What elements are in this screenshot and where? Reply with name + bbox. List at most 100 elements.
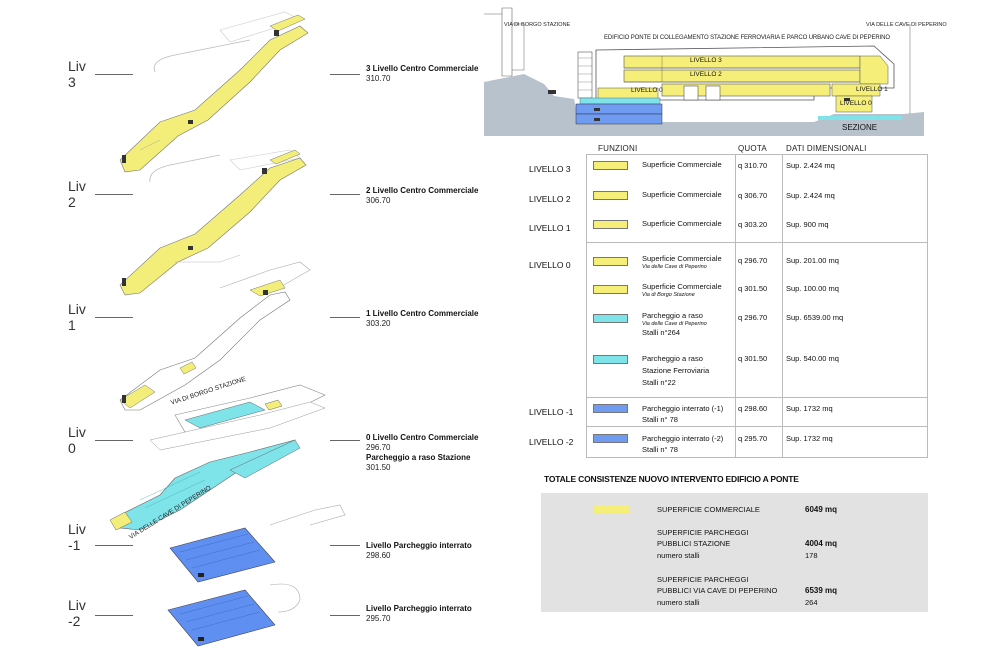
func-cell: Superficie Commerciale: [642, 190, 722, 199]
totals-p2-line1: SUPERFICIE PARCHEGGI: [657, 575, 749, 584]
dim-cell: Sup. 1732 mq: [786, 404, 833, 413]
level-title-3: 3 Livello Centro Commerciale: [366, 64, 479, 73]
totals-p1-line2: PUBBLICI STAZIONE: [657, 539, 731, 548]
dim-cell: Sup. 2.424 mq: [786, 191, 835, 200]
section-right-street: VIA DELLE CAVE DI PEPERINO: [866, 22, 947, 28]
leader-line: [95, 317, 133, 318]
leader-line: [330, 74, 360, 75]
table-line: [586, 242, 928, 243]
totals-commercial-value: 6049 mq: [805, 505, 838, 514]
axonometric-plans: [109, 11, 346, 647]
section-drawing: [484, 4, 924, 136]
func-cell: Superficie Commerciale: [642, 219, 722, 228]
header-quota: QUOTA: [738, 144, 767, 153]
header-funzioni: FUNZIONI: [598, 144, 638, 153]
plan-level-2: [119, 149, 307, 296]
section-livello-0-right: LIVELLO 0: [840, 100, 872, 107]
level-quota-1: 303.20: [366, 319, 391, 328]
level-title-1: 1 Livello Centro Commerciale: [366, 309, 479, 318]
plan-level-minus-2: [167, 583, 301, 647]
quota-cell: q 295.70: [738, 434, 768, 443]
totals-p1-line1: SUPERFICIE PARCHEGGI: [657, 528, 749, 537]
table-line: [586, 154, 928, 155]
section-left-street: VIA DI BORGO STAZIONE: [504, 22, 571, 28]
leader-line: [95, 194, 133, 195]
level-title-0-parking: Parcheggio a raso Stazione: [366, 453, 471, 462]
row-level-0: LIVELLO 0: [529, 260, 571, 270]
swatch-commercial: [594, 505, 629, 514]
header-dati: DATI DIMENSIONALI: [786, 144, 867, 153]
swatch-surface-parking: [593, 355, 628, 364]
leader-line: [330, 545, 360, 546]
swatch-commercial: [593, 257, 628, 266]
swatch-commercial: [593, 285, 628, 294]
quota-cell: q 296.70: [738, 313, 768, 322]
row-level-3: LIVELLO 3: [529, 164, 571, 174]
section-livello-1: LIVELLO 1: [856, 86, 888, 93]
totals-p1-value: 4004 mq: [805, 539, 838, 548]
row-level-minus-1: LIVELLO -1: [529, 407, 574, 417]
table-line: [735, 154, 736, 458]
totals-title: TOTALE CONSISTENZE NUOVO INTERVENTO EDIF…: [544, 474, 799, 484]
level-quota-0-parking: 301.50: [366, 463, 391, 472]
func-cell: Superficie Commerciale: [642, 160, 722, 169]
dim-cell: Sup. 100.00 mq: [786, 284, 839, 293]
level-title-2: 2 Livello Centro Commerciale: [366, 186, 479, 195]
section-livello-2: LIVELLO 2: [690, 71, 722, 78]
plan-level-3: [119, 11, 309, 173]
liv-label-minus-2: Liv-2: [68, 597, 86, 629]
table-line: [782, 154, 783, 458]
swatch-commercial: [593, 161, 628, 170]
table-line: [927, 154, 928, 458]
leader-line: [95, 615, 133, 616]
table-line: [586, 457, 928, 458]
totals-p1-line3: numero stalli: [657, 551, 700, 560]
quota-cell: q 298.60: [738, 404, 768, 413]
totals-commercial-label: SUPERFICIE COMMERCIALE: [657, 505, 760, 514]
leader-line: [95, 545, 133, 546]
dim-cell: Sup. 540.00 mq: [786, 354, 839, 363]
section-caption: SEZIONE: [842, 123, 878, 132]
dim-cell: Sup. 900 mq: [786, 220, 829, 229]
level-quota-minus-1: 298.60: [366, 551, 391, 560]
level-title-0: 0 Livello Centro Commerciale: [366, 433, 479, 442]
totals-p1-stalli: 178: [805, 551, 818, 560]
swatch-commercial: [593, 220, 628, 229]
totals-p2-line2: PUBBLICI VIA CAVE DI PEPERINO: [657, 586, 778, 595]
plan-level-1: [119, 261, 311, 411]
level-quota-0: 296.70: [366, 443, 391, 452]
quota-cell: q 301.50: [738, 354, 768, 363]
liv-label-minus-1: Liv-1: [68, 521, 86, 553]
dim-cell: Sup. 6539.00 mq: [786, 313, 844, 322]
level-quota-2: 306.70: [366, 196, 391, 205]
swatch-underground-parking: [593, 404, 628, 413]
leader-line: [330, 317, 360, 318]
table-line: [586, 397, 928, 398]
section-livello-0-left: LIVELLO 0: [631, 87, 663, 94]
totals-p2-line3: numero stalli: [657, 598, 700, 607]
section-title: EDIFICIO PONTE DI COLLEGAMENTO STAZIONE …: [604, 35, 890, 41]
leader-line: [95, 440, 133, 441]
plan-level-0-peperino: [109, 439, 301, 531]
level-quota-3: 310.70: [366, 74, 391, 83]
dim-cell: Sup. 1732 mq: [786, 434, 833, 443]
swatch-underground-parking: [593, 434, 628, 443]
level-title-minus-1: Livello Parcheggio interrato: [366, 541, 472, 550]
section-livello-3: LIVELLO 3: [690, 57, 722, 64]
plan-level-0-station: [149, 384, 326, 451]
leader-line: [95, 74, 133, 75]
quota-cell: q 301.50: [738, 284, 768, 293]
quota-cell: q 303.20: [738, 220, 768, 229]
func-cell: Parcheggio interrato (-1)Stalli n° 78: [642, 404, 724, 424]
level-quota-minus-2: 295.70: [366, 614, 391, 623]
swatch-commercial: [593, 191, 628, 200]
leader-line: [330, 194, 360, 195]
